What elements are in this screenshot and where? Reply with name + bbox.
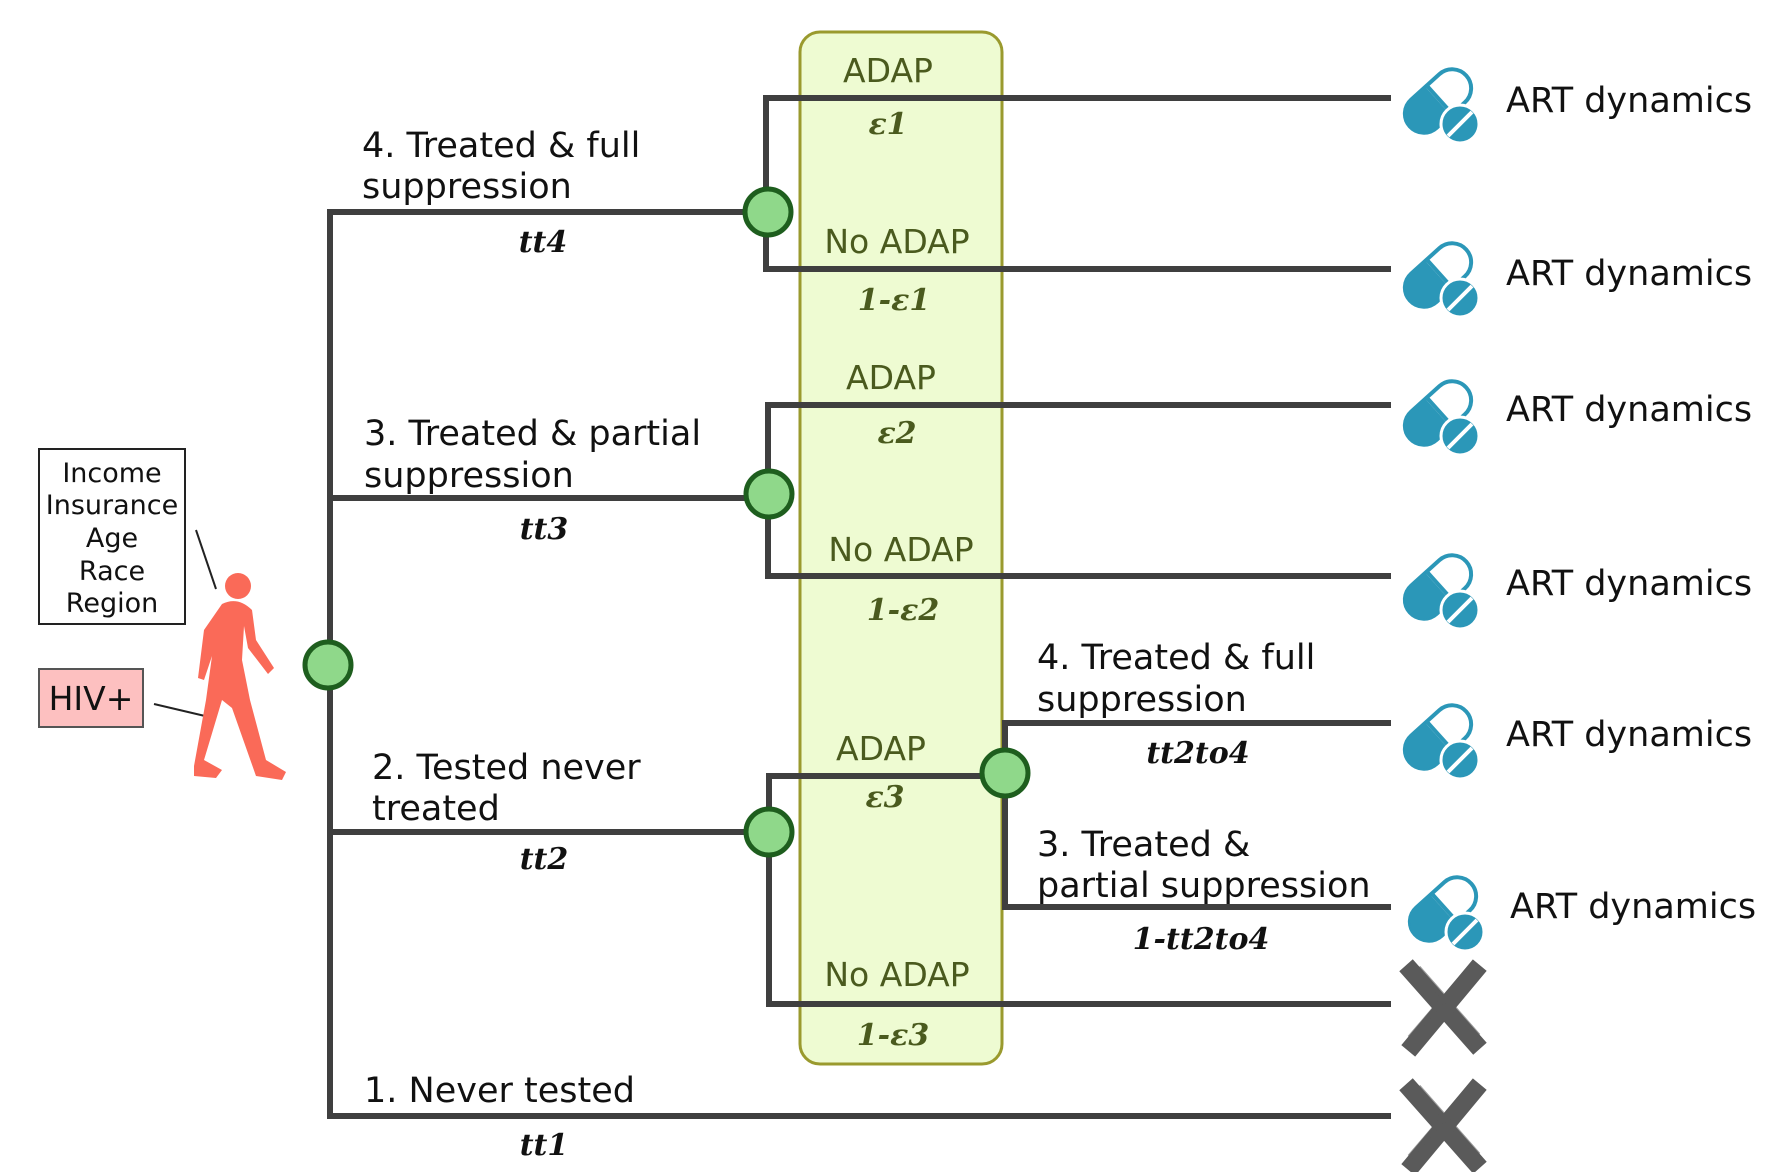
branch-partial-prob: tt3 [520, 512, 569, 547]
subbranch-partial-label-line2: partial suppression [1037, 866, 1371, 906]
adap-label-1: ADAP [843, 51, 933, 90]
branch-never-label: 1. Never tested [364, 1071, 635, 1111]
not-epsilon-1: 1-ε1 [858, 283, 930, 318]
attribute-pointer [195, 529, 217, 590]
outcome-art-label: ART dynamics [1506, 715, 1752, 755]
subbranch-partial-label-line1: 3. Treated & [1037, 825, 1250, 865]
outcome-art-label: ART dynamics [1506, 254, 1752, 294]
hiv-status-box: HIV+ [38, 668, 144, 728]
branch-full-prob: tt4 [519, 225, 568, 260]
no-adap-label-1: No ADAP [824, 222, 969, 261]
adap-label-2: ADAP [846, 358, 936, 397]
outcome-art-label: ART dynamics [1506, 81, 1752, 121]
tree-lines [327, 95, 1391, 1119]
tested-node [743, 806, 795, 858]
epsilon-3: ε3 [865, 780, 904, 815]
root-node [302, 639, 354, 691]
branch-tested-label-line2: treated [372, 789, 500, 829]
branch-tested-prob: tt2 [520, 842, 569, 877]
branch-full-label-line1: 4. Treated & full [362, 126, 640, 166]
epsilon-2: ε2 [877, 416, 916, 451]
partial-node [743, 468, 795, 520]
branch-never-prob: tt1 [520, 1128, 569, 1163]
branch-partial-label-line1: 3. Treated & partial [364, 414, 701, 454]
not-epsilon-2: 1-ε2 [867, 593, 939, 628]
branch-tested-label-line1: 2. Tested never [372, 748, 641, 788]
hiv-pointer [153, 703, 206, 717]
pill-capsule-icon [1395, 59, 1481, 145]
outcome-art-label: ART dynamics [1506, 564, 1752, 604]
attribute-race: Race [79, 556, 145, 587]
attribute-insurance: Insurance [46, 490, 178, 521]
no-adap-label-2: No ADAP [828, 530, 973, 569]
outcome-art-label: ART dynamics [1506, 390, 1752, 430]
pill-capsule-icon [1395, 545, 1481, 631]
full-node [742, 186, 794, 238]
no-adap-label-3: No ADAP [824, 955, 969, 994]
subbranch-partial-prob: 1-tt2to4 [1133, 922, 1270, 957]
branch-full-label-line2: suppression [362, 167, 572, 207]
not-epsilon-3: 1-ε3 [857, 1018, 929, 1053]
pill-capsule-icon [1395, 695, 1481, 781]
subbranch-full-label-line2: suppression [1037, 680, 1247, 720]
branch-partial-label-line2: suppression [364, 456, 574, 496]
attribute-box: Income Insurance Age Race Region [38, 448, 186, 625]
pill-capsule-icon [1400, 867, 1486, 953]
hiv-status-label: HIV+ [49, 679, 134, 718]
subbranch-full-prob: tt2to4 [1146, 736, 1249, 771]
pill-capsule-icon [1395, 233, 1481, 319]
pill-capsule-icon [1395, 371, 1481, 457]
walking-person-icon [194, 573, 286, 780]
subbranch-full-label-line1: 4. Treated & full [1037, 638, 1315, 678]
adap-region-box [798, 30, 1004, 1066]
epsilon-1: ε1 [868, 107, 907, 142]
outcome-art-label: ART dynamics [1510, 887, 1756, 927]
attribute-age: Age [86, 523, 138, 554]
cross-icon [1410, 1087, 1478, 1163]
attribute-income: Income [62, 458, 161, 489]
cross-icon [1410, 968, 1478, 1044]
attribute-region: Region [66, 588, 158, 619]
adap-label-3: ADAP [836, 729, 926, 768]
tested-adap-node [979, 747, 1031, 799]
